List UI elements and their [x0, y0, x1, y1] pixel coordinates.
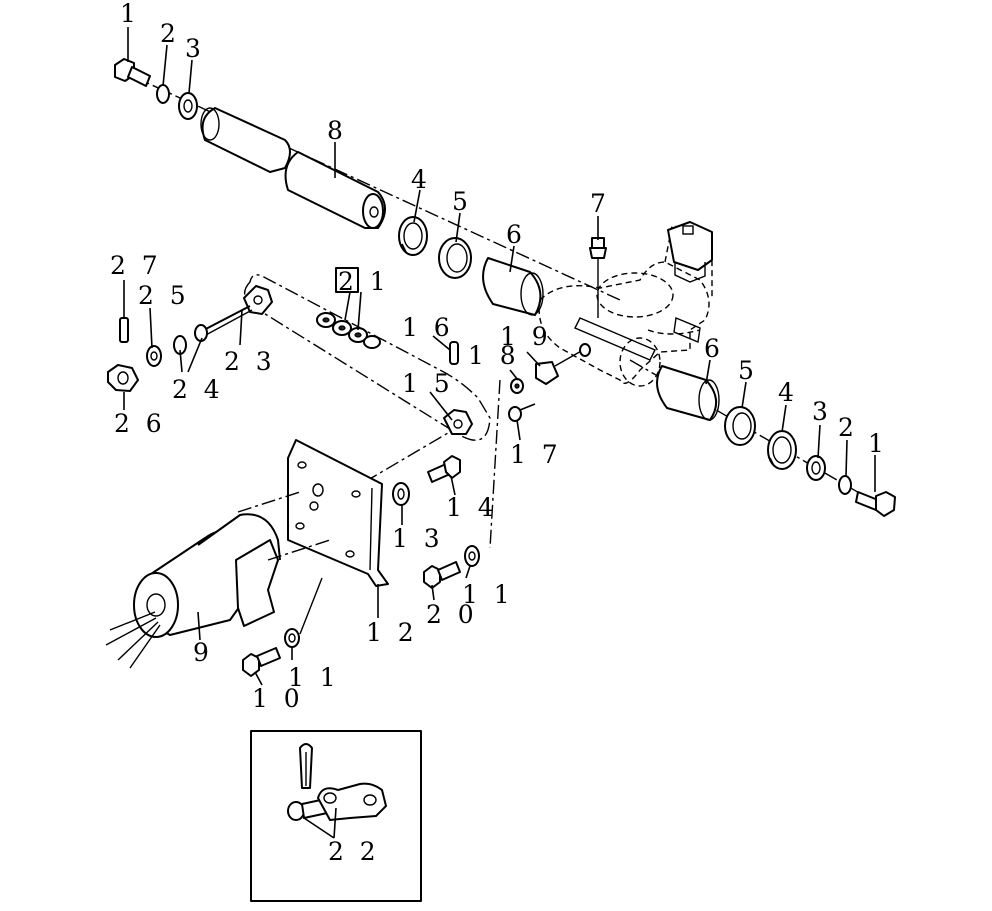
callout-3-top: 3	[185, 34, 201, 63]
callout-6-lower: 6	[704, 334, 720, 363]
pin-16	[449, 341, 459, 365]
snap-ring-upper	[398, 216, 428, 256]
callout-19: 1 9	[500, 322, 548, 351]
gearbox-housing	[538, 221, 713, 387]
collar-18	[510, 378, 524, 394]
callout-2-top: 2	[160, 19, 176, 48]
callout-22: 2 2	[328, 837, 376, 866]
bushing-lower	[656, 365, 720, 421]
bolt-14	[427, 455, 461, 483]
driven-sprocket-15	[443, 409, 473, 435]
callout-5-upper: 5	[452, 187, 468, 216]
callout-15: 1 5	[402, 369, 450, 398]
callout-23: 2 3	[224, 347, 272, 376]
callout-21: 2 1	[338, 267, 386, 296]
callout-3-lower: 3	[812, 397, 828, 426]
bolt-20	[423, 561, 461, 589]
callout-4-upper: 4	[411, 165, 427, 194]
hex-nut-26	[107, 364, 139, 392]
callout-13: 1 3	[392, 524, 440, 553]
callout-27: 2 7	[110, 251, 158, 280]
callout-24: 2 4	[172, 375, 220, 404]
flat-washer-top	[178, 92, 198, 120]
callout-25: 2 5	[138, 281, 186, 310]
callout-14: 1 4	[446, 493, 494, 522]
callout-2-lower: 2	[838, 413, 854, 442]
coupler-19	[535, 343, 591, 385]
washer-25	[146, 345, 162, 367]
grease-fitting-7	[589, 237, 607, 318]
callout-20: 2 0	[426, 600, 474, 629]
callout-18: 1 8	[468, 341, 516, 370]
callout-1-lower: 1	[868, 429, 884, 458]
lock-washer-lower	[838, 475, 852, 495]
snap-ring-lower	[767, 430, 797, 470]
roll-pin-27	[119, 317, 129, 343]
bolt-10	[242, 647, 281, 677]
callout-4-lower: 4	[778, 378, 794, 407]
callout-11-low: 1 1	[288, 663, 336, 692]
washer-13	[392, 482, 410, 506]
callout-9: 9	[193, 638, 209, 667]
callout-5-lower: 5	[738, 356, 754, 385]
ring-upper	[438, 237, 472, 279]
electric-motor-9	[105, 491, 331, 669]
shaft-8	[200, 107, 386, 229]
ring-lower	[724, 406, 756, 446]
bushing-upper	[482, 257, 544, 316]
set-screw-17	[508, 403, 536, 422]
mounting-bracket-12	[287, 439, 389, 587]
drive-sprocket-23	[199, 285, 273, 337]
callout-26: 2 6	[114, 409, 162, 438]
callout-labels: 1 2 3 8 4 5 6 7 2 7 2 5 2 1 2 3 2 4 2 6 …	[110, 0, 884, 866]
washer-11-low	[284, 628, 300, 648]
bolt-10-axis	[299, 577, 323, 635]
callout-16: 1 6	[402, 313, 450, 342]
callout-1-top: 1	[120, 0, 136, 28]
callout-6-upper: 6	[506, 220, 522, 249]
bolt-lower	[855, 491, 896, 517]
callout-8: 8	[327, 116, 343, 145]
leader-lines	[123, 27, 876, 839]
flat-washer-lower	[806, 455, 826, 481]
callout-17: 1 7	[510, 440, 558, 469]
bearing-24	[173, 324, 208, 355]
lock-washer-top	[156, 84, 170, 104]
callout-12: 1 2	[366, 618, 414, 647]
washer-11-mid	[464, 545, 480, 567]
callout-11-mid: 1 1	[462, 580, 510, 609]
callout-7: 7	[590, 189, 606, 218]
callout-10: 1 0	[252, 684, 300, 713]
bolt-top	[114, 58, 151, 87]
